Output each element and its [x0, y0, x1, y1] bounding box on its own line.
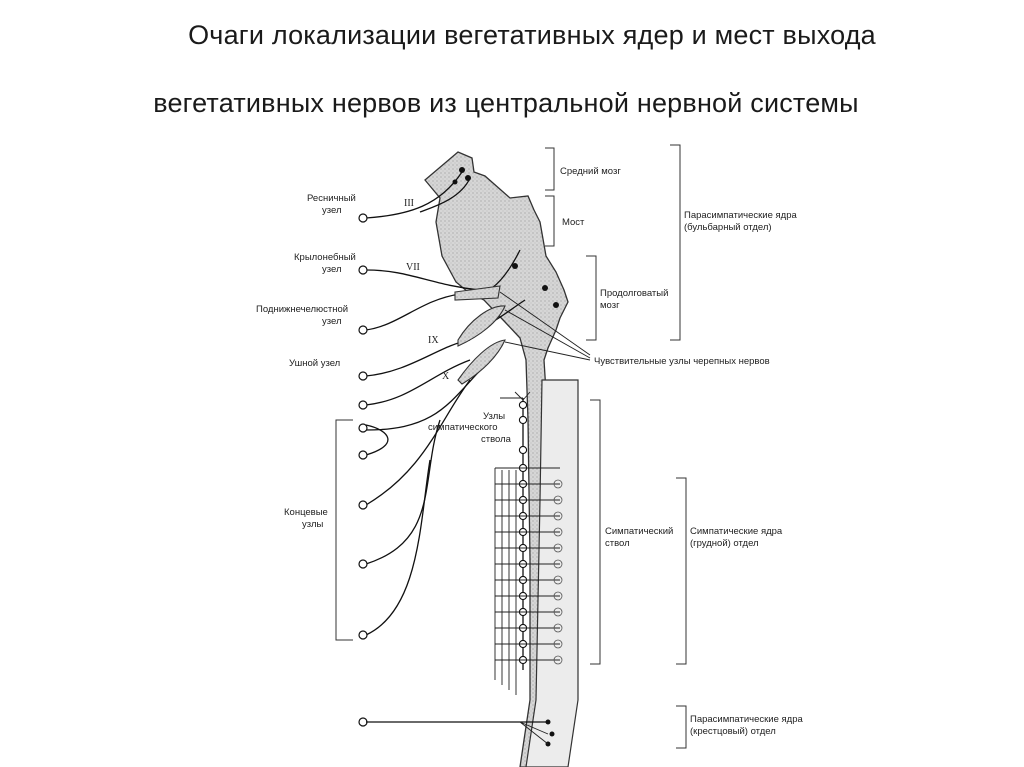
label-medulla-1: Продолговатый: [600, 288, 668, 299]
label-medulla-2: мозг: [600, 300, 620, 311]
trunk-rami: [494, 467, 560, 695]
label-otic: Ушной узел: [289, 358, 340, 369]
label-sym-nuclei-1: Симпатические ядра: [690, 526, 783, 537]
label-sym-nuclei-2: (грудной) отдел: [690, 538, 759, 549]
label-pterygopalatine-2: узел: [322, 264, 342, 275]
label-sensory-ganglia: Чувствительные узлы черепных нервов: [594, 356, 770, 367]
bracket-parasym-bulbar: [670, 144, 681, 341]
medulla-nuclei: [512, 263, 559, 308]
label-sym-trunk-2: ствол: [605, 538, 630, 549]
label-midbrain: Средний мозг: [560, 166, 621, 177]
label-terminal-1: Концевые: [284, 507, 328, 518]
label-parasym-sacral-2: (крестцовый) отдел: [690, 726, 776, 737]
label-submandibular-1: Поднижнечелюстной: [256, 304, 348, 315]
sensory-ganglia-links: [499, 291, 591, 361]
nerve-label-ix: IX: [428, 335, 439, 346]
bracket-midbrain: [545, 147, 555, 191]
label-trunk-nodes-2: симпатического: [428, 422, 498, 433]
label-terminal-2: узлы: [302, 519, 324, 530]
label-trunk-nodes-3: ствола: [481, 434, 512, 445]
label-pons: Мост: [562, 217, 585, 228]
sacral-nerves: [366, 721, 549, 745]
nerve-label-vii: VII: [406, 262, 420, 273]
label-trunk-nodes-1: Узлы: [483, 411, 505, 422]
bracket-sym-trunk: [590, 399, 601, 665]
thoracic-nuclei: [553, 479, 563, 665]
bracket-medulla: [586, 255, 597, 341]
title-line-1: Очаги локализации вегетативных ядер и ме…: [188, 20, 876, 50]
spinal-cord: [525, 379, 579, 767]
peripheral-ganglia: [358, 213, 368, 727]
nerve-label-x: X: [442, 371, 450, 382]
label-parasym-bulbar-1: Парасимпатические ядра: [684, 210, 797, 221]
bracket-sym-nuclei: [676, 477, 687, 665]
label-sym-trunk-1: Симпатический: [605, 526, 673, 537]
bracket-parasym-sacral: [676, 705, 687, 749]
label-parasym-bulbar-2: (бульбарный отдел): [684, 222, 772, 233]
sensory-ganglia: [454, 285, 506, 385]
bracket-terminal: [335, 419, 353, 641]
nerve-label-iii: III: [404, 198, 414, 209]
label-ciliary-2: узел: [322, 205, 342, 216]
label-ciliary-1: Ресничный: [307, 193, 356, 204]
label-pterygopalatine-1: Крылонебный: [294, 252, 356, 263]
label-parasym-sacral-1: Парасимпатические ядра: [690, 714, 803, 725]
bracket-pons: [545, 195, 555, 247]
title-line-2: вегетативных нервов из центральной нервн…: [153, 88, 859, 118]
label-submandibular-2: узел: [322, 316, 342, 327]
